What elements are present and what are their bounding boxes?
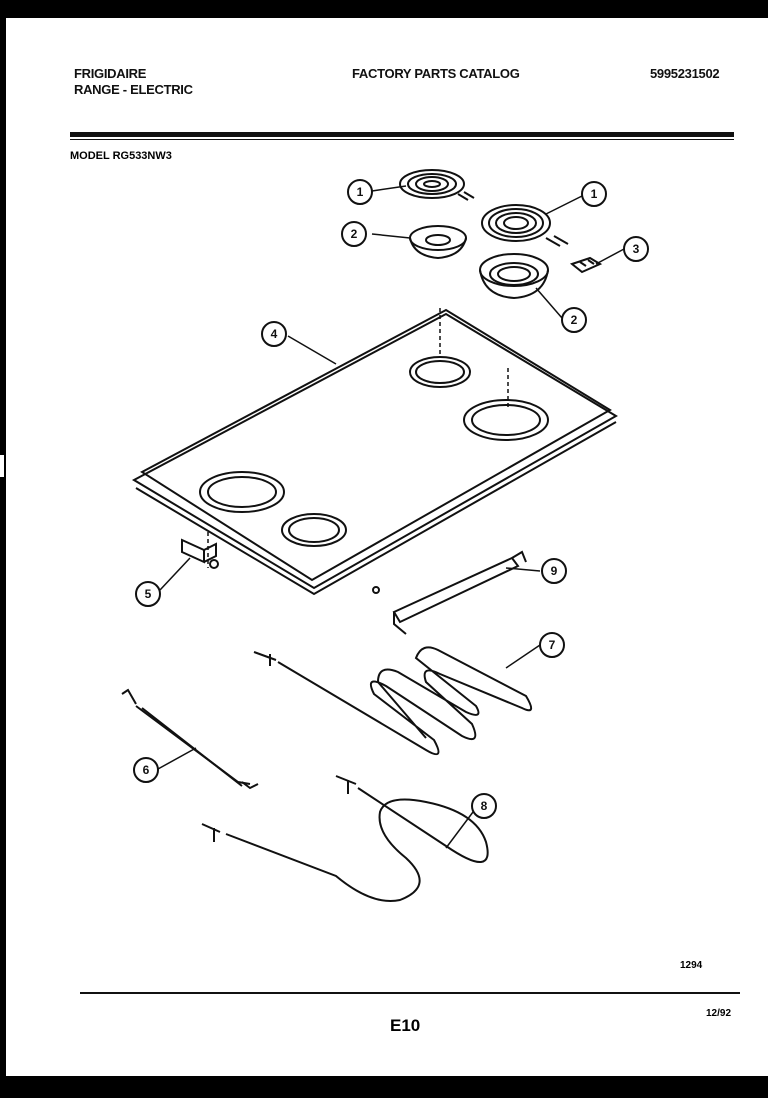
cooktop-panel — [131, 308, 618, 596]
callout-label: 8 — [481, 799, 488, 813]
header-rule — [70, 132, 734, 137]
callout-label: 2 — [571, 313, 578, 327]
callout-1-small-element: 1 — [347, 179, 373, 205]
callout-6: 6 — [133, 757, 159, 783]
model-number: MODEL RG533NW3 — [70, 150, 172, 162]
callout-4: 4 — [261, 321, 287, 347]
callout-9: 9 — [541, 558, 567, 584]
callout-1-large-element: 1 — [581, 181, 607, 207]
callout-label: 1 — [591, 187, 598, 201]
page-number: E10 — [390, 1016, 421, 1035]
callout-label: 5 — [145, 587, 152, 601]
callout-label: 4 — [271, 327, 278, 341]
small-drip-bowl — [409, 225, 467, 260]
callout-7: 7 — [539, 632, 565, 658]
callout-8: 8 — [471, 793, 497, 819]
element-support-bracket — [372, 550, 527, 635]
callout-2-large-bowl: 2 — [561, 307, 587, 333]
revision-date: 12/92 — [706, 1008, 732, 1019]
scan-edge-mark — [0, 455, 4, 477]
parts-catalog-page: FRIGIDAIRE RANGE - ELECTRIC FACTORY PART… — [6, 18, 768, 1076]
header-rule-thin — [70, 139, 734, 140]
callout-label: 3 — [633, 242, 640, 256]
callout-2-small-bowl: 2 — [341, 221, 367, 247]
heat-shield-rod — [121, 688, 259, 790]
drawing-number: 1294 — [680, 960, 703, 971]
small-surface-element — [399, 169, 475, 201]
callout-label: 1 — [357, 185, 364, 199]
callout-bubbles: 1 1 2 2 3 4 5 6 7 8 9 — [133, 179, 649, 819]
receptacle-block — [569, 256, 603, 274]
exploded-parts-diagram: 1 1 2 2 3 4 5 6 7 8 9 — [121, 169, 649, 902]
large-surface-element — [481, 204, 569, 247]
callout-label: 2 — [351, 227, 358, 241]
callout-3: 3 — [623, 236, 649, 262]
callout-label: 7 — [549, 638, 556, 652]
callout-label: 9 — [551, 564, 558, 578]
bake-element — [253, 646, 533, 756]
large-drip-bowl — [479, 253, 549, 300]
footer-rule — [80, 992, 740, 994]
callout-5: 5 — [135, 581, 161, 607]
broil-element — [201, 775, 489, 902]
product-type: RANGE - ELECTRIC — [74, 82, 193, 97]
brand-name: FRIGIDAIRE — [74, 66, 147, 81]
catalog-number: 5995231502 — [650, 66, 720, 81]
callout-label: 6 — [143, 763, 150, 777]
catalog-title: FACTORY PARTS CATALOG — [352, 66, 520, 81]
hinge-bracket — [181, 538, 219, 569]
